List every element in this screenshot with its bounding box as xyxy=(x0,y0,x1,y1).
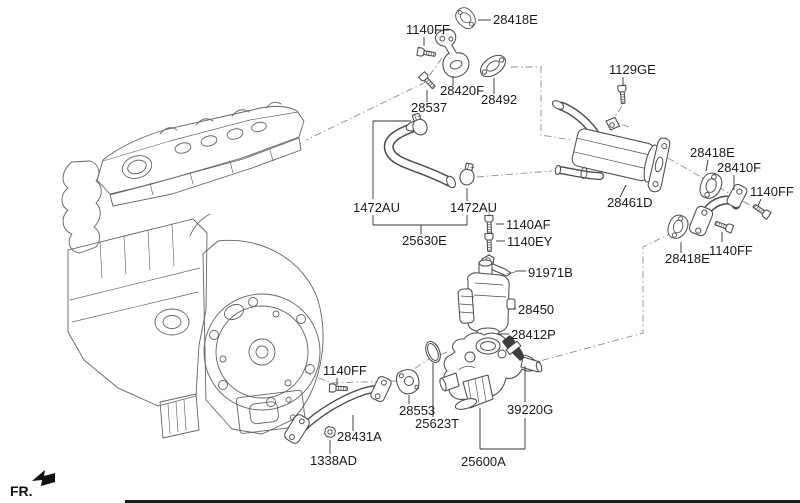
label-28410f: 28410F xyxy=(717,160,761,175)
label-1140ey: 1140EY xyxy=(507,234,553,249)
label-1140ff-upper-right: 1140FF xyxy=(750,184,794,199)
label-1140ff-lower-right: 1140FF xyxy=(709,243,753,258)
label-1140ff-top: 1140FF xyxy=(406,22,450,37)
part-28492-gasket xyxy=(480,54,506,78)
label-28450: 28450 xyxy=(518,302,554,317)
part-25623t-oring xyxy=(425,340,441,364)
label-28418e-lower-right: 28418E xyxy=(665,251,710,266)
part-39220g-sensor xyxy=(502,335,525,361)
label-28418e-upper-right: 28418E xyxy=(690,145,735,160)
label-1140ff-bottom: 1140FF xyxy=(323,363,367,378)
fr-direction-arrow-icon xyxy=(32,470,55,486)
label-25600a: 25600A xyxy=(461,454,506,469)
part-28537-bolt xyxy=(418,71,438,91)
part-28553-plate xyxy=(395,369,420,395)
leader-lines xyxy=(329,19,762,454)
label-28492: 28492 xyxy=(481,92,517,107)
label-39220g: 39220G xyxy=(507,402,553,417)
part-28418e-gasket-lower-right xyxy=(665,212,691,242)
part-labels: 1140FF 28418E 28420F 28492 28537 1129GE … xyxy=(310,12,794,469)
part-28450-egr-valve xyxy=(457,259,516,337)
part-1140ff-bolt-top xyxy=(416,46,437,59)
part-1140ff-bolt-lower-right xyxy=(713,218,735,234)
part-1338ad-nut xyxy=(324,426,336,438)
label-28553: 28553 xyxy=(399,403,435,418)
label-1129ge: 1129GE xyxy=(609,62,656,77)
part-1140af-bolt xyxy=(484,214,495,235)
label-28418e-top: 28418E xyxy=(493,12,538,27)
part-28420f-pipe-flange xyxy=(434,28,470,78)
part-1140ey-bolt xyxy=(484,232,495,253)
label-25630e: 25630E xyxy=(402,233,447,248)
part-28418e-gasket-upper-right xyxy=(697,170,725,202)
part-25600a-thermostat-housing xyxy=(439,332,543,410)
label-28412p: 28412P xyxy=(511,327,556,342)
fr-direction-marker: FR. xyxy=(10,470,55,499)
label-1338ad: 1338AD xyxy=(310,453,357,468)
label-91971b: 91971B xyxy=(528,265,573,280)
part-1140ff-bolt-bottom xyxy=(328,383,349,394)
engine-illustration xyxy=(61,101,324,439)
image-bottom-border xyxy=(125,500,800,503)
part-28410f-pipe xyxy=(688,183,748,237)
part-28418e-gasket-top xyxy=(451,3,481,33)
part-1140ff-bolt-upper-right xyxy=(751,201,772,220)
part-1472au-clamp-right xyxy=(457,161,478,187)
label-25623t: 25623T xyxy=(415,416,459,431)
label-1472au-right: 1472AU xyxy=(450,200,497,215)
part-1129ge-bolt xyxy=(617,84,628,105)
fr-label: FR. xyxy=(10,483,33,499)
label-28431a: 28431A xyxy=(337,429,382,444)
part-28461d-egr-cooler xyxy=(551,100,671,193)
label-1472au-left: 1472AU xyxy=(353,200,400,215)
label-1140af: 1140AF xyxy=(506,217,551,232)
label-28420f: 28420F xyxy=(440,83,484,98)
label-28461d: 28461D xyxy=(607,195,653,210)
part-28431a-pipe xyxy=(284,375,392,444)
label-28537: 28537 xyxy=(411,100,447,115)
